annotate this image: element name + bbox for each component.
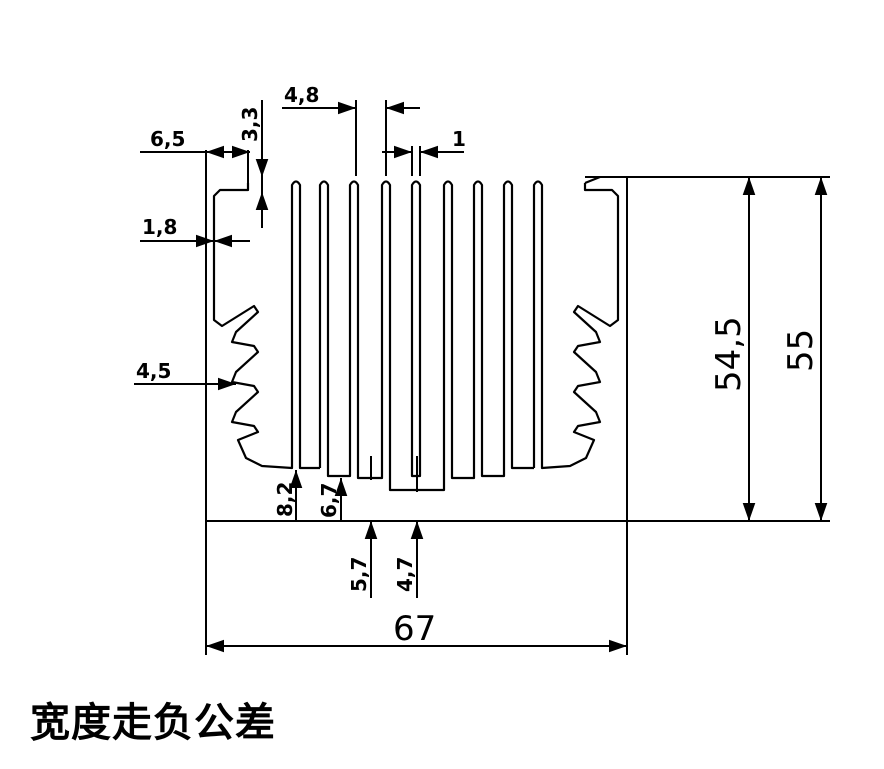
dim-3-3-label: 3,3 [238,107,262,142]
dim-1-label: 1 [452,127,466,151]
central-fins [318,180,534,492]
dimension-labels: 6,5 3,3 4,8 1 1,8 4,5 8,2 6,7 5,7 4,7 54… [136,83,821,649]
tolerance-note: 宽度走负公差 [30,700,276,746]
dimension-lines [134,100,828,653]
dim-6-7-label: 6,7 [317,483,341,518]
dim-5-7-label: 5,7 [347,557,371,592]
dim-4-5-label: 4,5 [136,359,171,383]
extension-lines [205,150,830,655]
dim-54-5-label: 54,5 [709,316,749,392]
dim-55-label: 55 [781,329,821,372]
right-wall [532,180,620,470]
left-wall [212,180,320,470]
dim-4-7-label: 4,7 [393,557,417,592]
dim-6-5-label: 6,5 [150,127,185,151]
dim-4-8-label: 4,8 [284,83,319,107]
dim-1-8-label: 1,8 [142,215,177,239]
dim-8-2-label: 8,2 [273,482,297,517]
profile-outline [212,175,620,492]
dim-67-label: 67 [393,609,436,649]
